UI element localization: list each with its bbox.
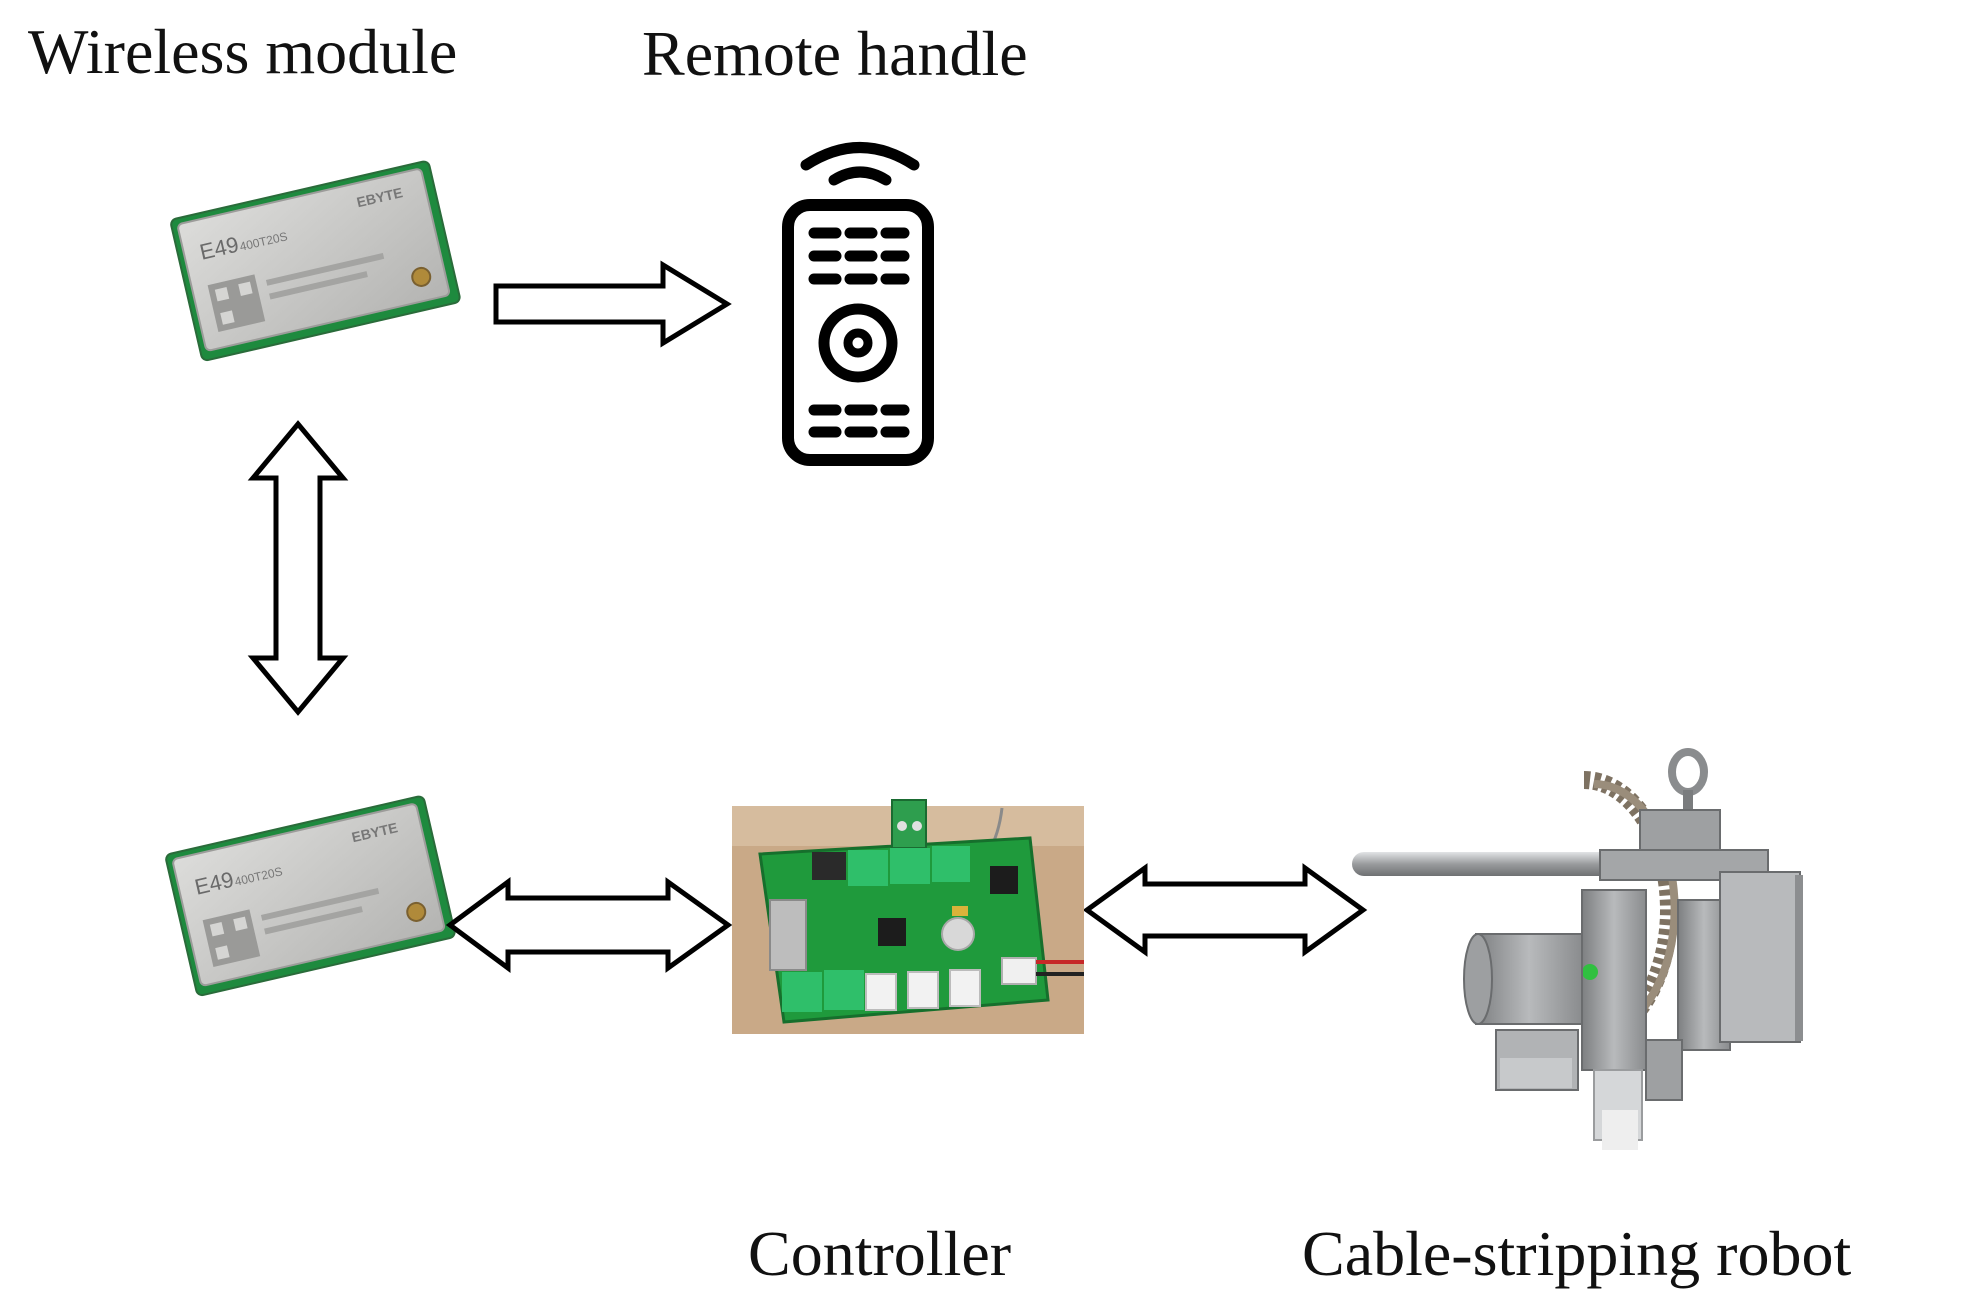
wireless-module-top-image: E49 400T20S EBYTE (170, 160, 461, 362)
antenna-connector-icon (411, 266, 432, 287)
arrow-controller-to-robot (1082, 863, 1368, 957)
wireless-module-label: Wireless module (28, 16, 458, 87)
arrow-module-to-module (247, 420, 349, 716)
remote-handle-label: Remote handle (642, 18, 1028, 89)
robot-label: Cable-stripping robot (1302, 1218, 1852, 1289)
controller-board-image (732, 799, 1084, 1034)
remote-control-icon (782, 142, 934, 466)
wireless-module-bottom-image: E49 400T20S EBYTE (165, 795, 456, 997)
cable-stripping-robot-image (1352, 748, 1803, 1150)
antenna-connector-icon (406, 901, 427, 922)
arrow-module-to-controller (445, 877, 733, 973)
controller-label: Controller (748, 1218, 1012, 1289)
arrow-module-to-remote (493, 260, 732, 348)
